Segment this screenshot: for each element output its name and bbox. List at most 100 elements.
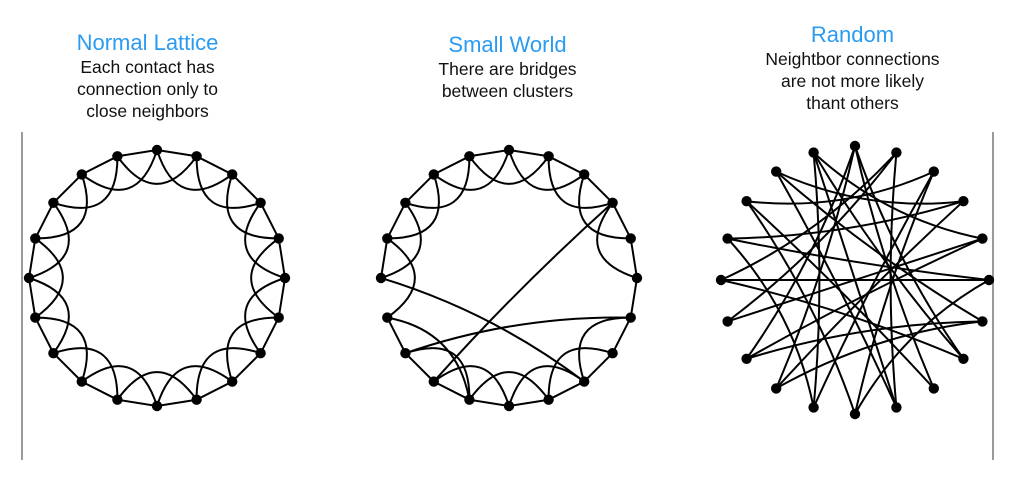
neighbor-edge <box>81 149 158 191</box>
random-edge <box>854 145 935 389</box>
ring-edge <box>52 173 83 204</box>
ring-edge <box>583 173 614 204</box>
neighbor-edge <box>81 365 158 407</box>
random-edge <box>775 170 983 323</box>
network-node <box>849 140 861 152</box>
neighbor-edge <box>578 174 631 240</box>
ring-edge <box>231 352 262 383</box>
ring-edge <box>380 238 389 279</box>
panel-description-line: thant others <box>806 93 899 113</box>
network-node <box>76 376 87 387</box>
random-edge <box>775 145 856 389</box>
panel-description-line: Each contact has <box>80 57 215 77</box>
neighbor-edge <box>405 347 471 400</box>
neighbor-edge <box>28 202 70 279</box>
network-node <box>579 376 590 387</box>
neighbor-edge <box>35 316 88 382</box>
network-node <box>977 233 988 244</box>
ring-edge <box>196 380 233 401</box>
bridge-edge <box>405 316 631 355</box>
network-node <box>607 348 618 359</box>
network-node <box>503 400 515 412</box>
neighbor-edge <box>578 316 631 382</box>
random-edge <box>720 151 898 281</box>
network-node <box>255 348 266 359</box>
ring-edge <box>583 352 614 383</box>
lattice-network-graph <box>23 144 291 412</box>
panel-description-line: Neightbor connections <box>765 49 940 69</box>
network-node <box>191 394 202 405</box>
ring-edge <box>117 398 158 407</box>
network-node <box>400 348 411 359</box>
network-node <box>849 408 861 420</box>
neighbor-edge <box>386 237 416 319</box>
ring-edge <box>156 149 197 158</box>
network-node <box>928 166 939 177</box>
neighbor-edge <box>547 156 613 209</box>
ring-edge <box>611 317 632 354</box>
left-divider-line <box>21 132 23 460</box>
ring-edge <box>386 317 407 354</box>
network-node <box>625 312 636 323</box>
network-node <box>400 197 411 208</box>
small-world-network-graph <box>375 144 643 412</box>
network-node <box>741 196 752 207</box>
network-node <box>255 197 266 208</box>
ring-edge <box>433 155 470 176</box>
network-node <box>464 394 475 405</box>
ring-edge <box>629 277 638 318</box>
network-node <box>771 166 782 177</box>
ring-edge <box>277 238 286 279</box>
network-node <box>722 233 733 244</box>
ring-edge <box>117 149 158 158</box>
random-edge <box>727 237 990 281</box>
network-node <box>375 272 387 284</box>
ring-edge <box>548 380 585 401</box>
ring-edge <box>469 398 510 407</box>
ring-edge <box>259 317 280 354</box>
ring-edge <box>81 155 118 176</box>
neighbor-edge <box>508 149 585 191</box>
network-node <box>543 394 554 405</box>
network-node <box>48 197 59 208</box>
ring-edge <box>231 173 262 204</box>
network-node <box>382 233 393 244</box>
network-node <box>808 402 819 413</box>
ring-edge <box>277 277 286 318</box>
random-edge <box>775 320 983 390</box>
network-node <box>227 169 238 180</box>
neighbor-edge <box>195 347 261 400</box>
neighbor-edge <box>387 174 440 240</box>
network-node <box>503 144 515 156</box>
network-node <box>23 272 35 284</box>
network-node <box>891 147 902 158</box>
random-edge <box>745 145 856 360</box>
neighbor-edge <box>226 316 279 382</box>
network-node <box>428 376 439 387</box>
ring-edge <box>196 155 233 176</box>
ring-edge <box>611 202 632 239</box>
network-node <box>48 348 59 359</box>
panel-description-line: close neighbors <box>86 101 209 121</box>
ring-edge <box>508 398 549 407</box>
network-node <box>273 233 284 244</box>
network-node <box>958 353 969 364</box>
neighbor-edge <box>156 365 233 407</box>
neighbor-edge <box>547 347 613 400</box>
network-node <box>741 353 752 364</box>
network-node <box>631 272 643 284</box>
panel-title: Random <box>810 22 895 47</box>
ring-edge <box>386 202 407 239</box>
random-edge <box>727 200 964 240</box>
panel-small-world: Small World There are bridges between cl… <box>380 0 635 478</box>
network-node <box>112 394 123 405</box>
network-node <box>977 316 988 327</box>
neighbor-edge <box>195 156 261 209</box>
ring-edge <box>28 277 37 318</box>
network-node <box>983 274 995 286</box>
neighbor-edge <box>116 371 198 401</box>
random-edge <box>812 152 965 360</box>
neighbor-edge <box>34 237 64 319</box>
panel-description-line: There are bridges <box>438 59 577 79</box>
panel-header: Small World There are bridges between cl… <box>380 32 635 102</box>
